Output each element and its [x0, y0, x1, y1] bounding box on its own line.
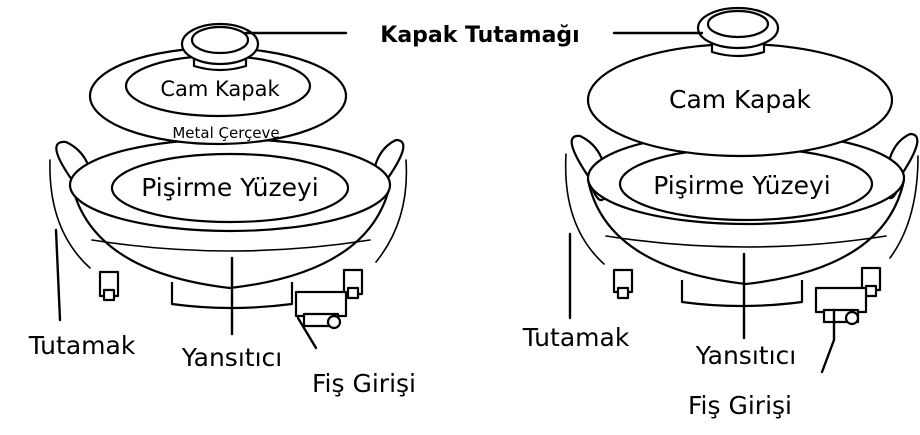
- label-handle-left: Tutamak: [28, 331, 136, 360]
- label-metal-frame: Metal Çerçeve: [172, 124, 279, 142]
- label-plug-inlet-left: Fiş Girişi: [312, 369, 416, 398]
- label-cooking-surface-right: Pişirme Yüzeyi: [653, 171, 830, 200]
- plug-leader-right-b: [822, 340, 834, 372]
- label-reflector-right: Yansıtıcı: [695, 341, 796, 370]
- right-appliance: [566, 8, 918, 324]
- label-cooking-surface-left: Pişirme Yüzeyi: [141, 173, 318, 202]
- label-reflector-left: Yansıtıcı: [181, 343, 282, 372]
- label-lid-handle: Kapak Tutamağı: [380, 23, 579, 48]
- label-glass-lid-left: Cam Kapak: [160, 77, 280, 101]
- right-plug-inlet: [816, 288, 866, 324]
- label-plug-inlet-right: Fiş Girişi: [688, 391, 792, 420]
- left-lid-knob: [182, 24, 258, 70]
- left-plug-inlet: [296, 292, 346, 328]
- handle-leader-left: [56, 230, 60, 320]
- label-glass-lid-right: Cam Kapak: [669, 85, 812, 114]
- label-handle-right: Tutamak: [522, 323, 630, 352]
